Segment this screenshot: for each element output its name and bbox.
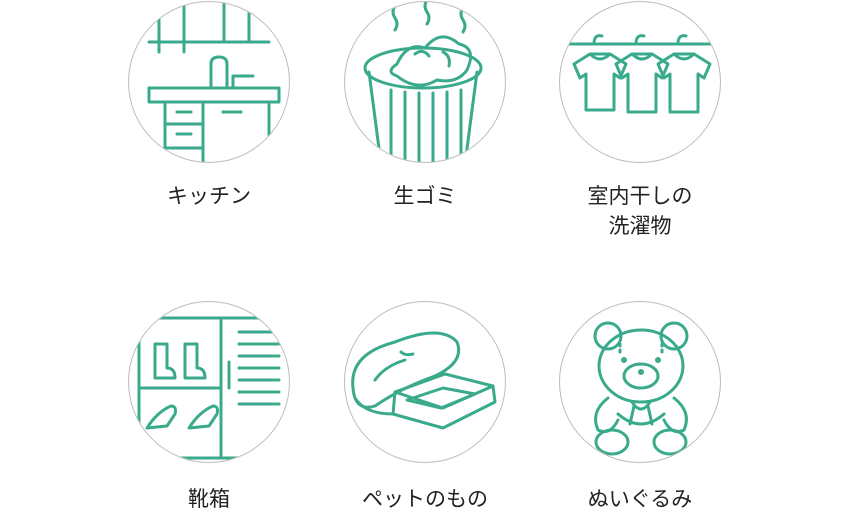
label-pet: ペットのもの <box>362 487 488 511</box>
kitchen-circle <box>128 1 290 163</box>
label-laundry: 室内干しの 洗濯物 <box>587 184 693 238</box>
garbage-bin-icon <box>363 2 483 162</box>
label-kitchen: キッチン <box>167 184 251 208</box>
kitchen-sink-icon <box>147 2 281 162</box>
garbage-circle <box>344 1 506 163</box>
teddy-bear-icon <box>593 321 689 456</box>
pet-bed-icon <box>351 331 497 430</box>
shoebox-circle <box>128 301 290 463</box>
laundry-icon <box>560 34 720 114</box>
shoe-cabinet-icon <box>137 316 289 460</box>
teddy-circle <box>559 301 721 463</box>
laundry-circle <box>559 1 721 163</box>
label-shoebox: 靴箱 <box>188 487 230 511</box>
label-teddy: ぬいぐるみ <box>587 487 693 511</box>
label-garbage: 生ゴミ <box>393 184 457 208</box>
pet-circle <box>344 301 506 463</box>
